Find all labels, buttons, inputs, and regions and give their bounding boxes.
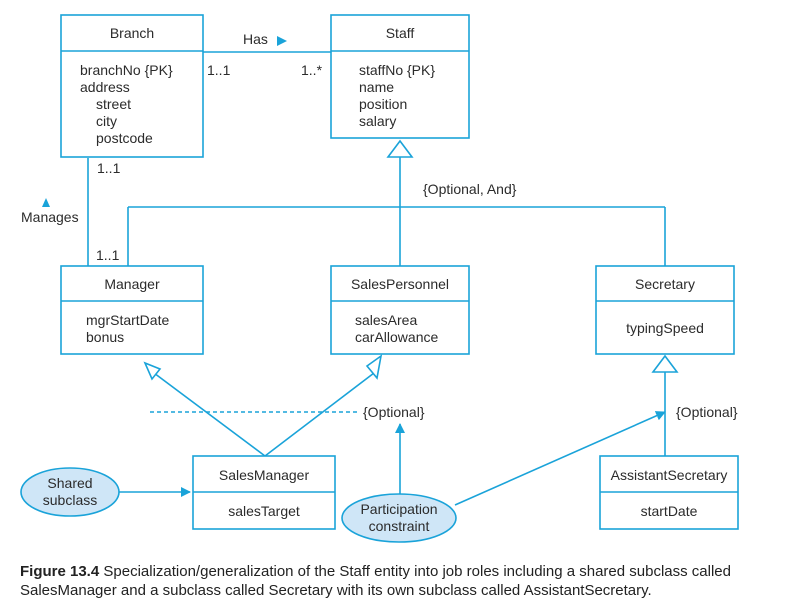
figure-label: Figure 13.4 [20,563,100,580]
salesmanager-constraint-label: {Optional} [363,404,425,420]
entity-attribute: salesArea [355,312,417,328]
salesmanager-manager-line [153,372,266,457]
multiplicity-branch-has: 1..1 [207,62,231,78]
note-text: Participation [360,501,437,517]
salespersonnel-generalization-triangle [365,354,383,380]
entity-name: Secretary [635,276,695,292]
entity-name: AssistantSecretary [611,467,728,483]
entity-attribute: staffNo {PK} [359,62,435,78]
entity-name: Manager [104,276,160,292]
entity-attribute: salesTarget [228,503,300,519]
entity-attribute: salary [359,113,396,129]
entity-attribute: name [359,79,394,95]
entity-attribute: address [80,79,130,95]
note-text: constraint [369,518,430,534]
entity-attribute: street [96,96,131,112]
manages-label: Manages [21,209,79,225]
secretary-generalization-triangle [651,354,679,373]
staff-generalization-triangle [386,139,414,158]
entity-manager[interactable]: Manager mgrStartDate bonus [60,265,204,355]
entity-attribute: city [96,113,117,129]
note-text: Shared [47,475,92,491]
figure-caption-text: Specialization/generalization of the Sta… [20,563,731,599]
entity-attribute: bonus [86,329,124,345]
entity-attribute: position [359,96,407,112]
participation-arrow-right [454,411,666,506]
connectors [87,51,666,506]
multiplicity-branch-manages: 1..1 [97,160,121,176]
staff-constraint-label: {Optional, And} [423,181,517,197]
multiplicity-staff-has: 1..* [301,62,323,78]
entity-attribute: mgrStartDate [86,312,169,328]
entity-assistantsecretary[interactable]: AssistantSecretary startDate [599,455,739,530]
er-diagram: Branch branchNo {PK} address street city… [20,14,739,543]
note-shared-subclass: Shared subclass [20,467,120,517]
entity-branch[interactable]: Branch branchNo {PK} address street city… [60,14,204,158]
entity-secretary[interactable]: Secretary typingSpeed [595,265,735,355]
note-text: subclass [43,492,97,508]
figure-caption: Figure 13.4 Specialization/generalizatio… [20,562,790,600]
salesmanager-salespersonnel-line [264,372,375,457]
note-participation-constraint: Participation constraint [341,493,457,543]
entity-name: SalesPersonnel [351,276,449,292]
entity-attribute: startDate [641,503,698,519]
entity-salespersonnel[interactable]: SalesPersonnel salesArea carAllowance [330,265,470,355]
generalization-triangles [143,139,679,381]
entity-staff[interactable]: Staff staffNo {PK} name position salary [330,14,470,139]
multiplicity-manager-manages: 1..1 [96,247,120,263]
entity-salesmanager[interactable]: SalesManager salesTarget [192,455,336,530]
has-label: Has [243,31,268,47]
secretary-constraint-label: {Optional} [676,404,738,420]
entity-name: Branch [110,25,154,41]
has-direction-arrow [277,36,287,46]
entity-name: SalesManager [219,467,310,483]
manages-direction-arrow [42,198,50,207]
entity-attribute: typingSpeed [626,320,704,336]
entity-attribute: postcode [96,130,153,146]
entity-attribute: branchNo {PK} [80,62,173,78]
entity-name: Staff [386,25,415,41]
entity-attribute: carAllowance [355,329,438,345]
manager-generalization-triangle [143,361,162,381]
